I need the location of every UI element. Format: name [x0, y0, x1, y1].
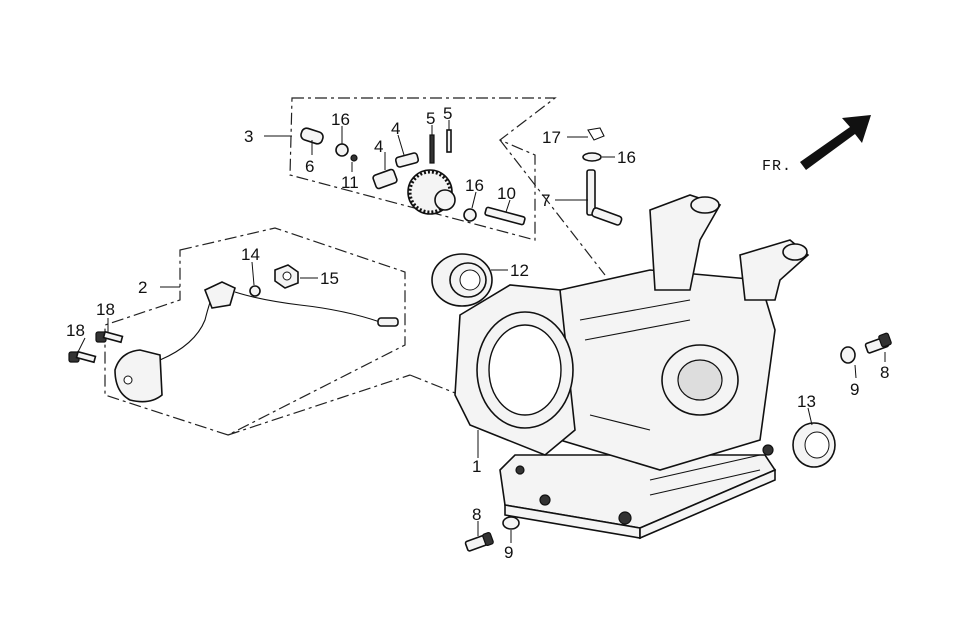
oil-seal-13	[792, 422, 836, 468]
ignition-group-link-2	[409, 374, 461, 396]
callout-15: 15	[320, 269, 339, 288]
callout-2: 2	[138, 278, 147, 297]
grommet-14	[249, 285, 261, 297]
bolt-18b	[68, 350, 97, 364]
front-direction-label: FR.	[762, 158, 792, 175]
callout-5a: 5	[426, 109, 435, 128]
governor-gear	[407, 169, 456, 215]
callout-labels: 1 2 3 4 4 5 5 6 7 8 8 9 9 10 11 12 13 14…	[66, 104, 889, 562]
callout-8-bottom: 8	[472, 505, 481, 524]
governor-group-outline	[289, 97, 557, 241]
governor-holder-6	[300, 127, 324, 145]
leader-lines	[77, 120, 886, 543]
callout-7: 7	[541, 191, 550, 210]
callout-10: 10	[497, 184, 516, 203]
drain-bolt-8-bottom	[464, 531, 494, 552]
callout-6: 6	[305, 157, 314, 176]
callout-11: 11	[341, 173, 359, 192]
governor-group-link	[499, 139, 606, 276]
callout-17: 17	[542, 128, 561, 147]
washer-16-arm	[582, 152, 602, 162]
clip-17	[587, 127, 605, 141]
front-direction-arrow-icon	[800, 115, 871, 170]
washer-9-side	[840, 346, 856, 364]
washer-16-shaft	[463, 208, 477, 222]
callout-9-side: 9	[850, 380, 859, 399]
oil-seal-12	[431, 253, 493, 307]
callout-4a: 4	[374, 137, 383, 156]
crankcase	[454, 194, 810, 540]
callout-16-arm: 16	[617, 148, 636, 167]
callout-12: 12	[510, 261, 529, 280]
ignition-coil-2	[114, 281, 399, 403]
callout-8-side: 8	[880, 363, 889, 382]
pin-5a	[429, 134, 435, 164]
callout-5b: 5	[443, 104, 452, 123]
governor-weight-4a	[372, 168, 398, 190]
nut-15	[274, 264, 299, 289]
callout-3: 3	[244, 127, 253, 146]
ignition-group-link	[227, 374, 411, 436]
callout-16-governor: 16	[331, 110, 350, 129]
callout-18b: 18	[66, 321, 85, 340]
clip-11	[350, 154, 358, 162]
callout-4b: 4	[391, 119, 400, 138]
washer-9-bottom	[502, 516, 520, 530]
callout-18a: 18	[96, 300, 115, 319]
callout-13: 13	[797, 392, 816, 411]
callout-16-shaft: 16	[465, 176, 484, 195]
governor-shaft-10	[484, 206, 526, 226]
governor-weight-4b	[394, 152, 420, 168]
bolt-18a	[95, 330, 124, 344]
callout-9-bottom: 9	[504, 543, 513, 562]
pin-5b	[446, 129, 452, 153]
washer-16-governor	[335, 143, 349, 157]
callout-14: 14	[241, 245, 260, 264]
drain-bolt-8-side	[864, 332, 892, 354]
governor-arm-7	[586, 169, 623, 226]
callout-1: 1	[472, 457, 481, 476]
